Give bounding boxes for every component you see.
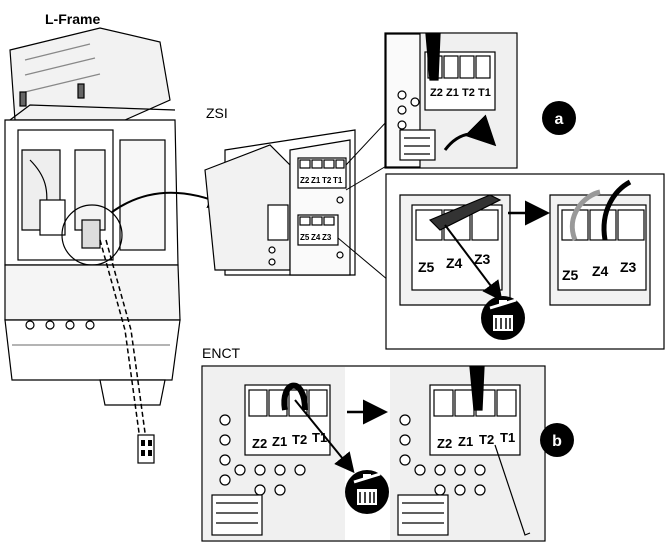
svg-text:Z1: Z1: [272, 434, 287, 449]
svg-text:T2: T2: [479, 432, 494, 447]
svg-text:T1: T1: [500, 430, 515, 445]
zsi-top-terminal-labels: Z2 Z1 T2 T1: [300, 176, 343, 185]
svg-text:Z2: Z2: [430, 87, 443, 99]
accessory-cable: [99, 239, 155, 464]
detail-bottom-terminals: [385, 173, 665, 350]
discard-icon: [481, 296, 525, 340]
enct-left-terminal-labels: Z2 Z1 T2 T1: [252, 430, 327, 451]
svg-text:Z2: Z2: [437, 436, 452, 451]
svg-text:Z4: Z4: [446, 255, 463, 271]
detail-top-terminals: [384, 32, 518, 169]
zsi-panel: [204, 129, 356, 276]
svg-text:Z2: Z2: [300, 176, 310, 185]
svg-text:Z3: Z3: [620, 259, 637, 275]
svg-text:Z5: Z5: [562, 267, 579, 283]
svg-text:T1: T1: [312, 430, 327, 445]
callout-b: b: [540, 423, 574, 457]
circuit-breaker: [4, 27, 181, 406]
zsi-label: ZSI: [206, 105, 228, 121]
svg-text:Z4: Z4: [311, 233, 321, 242]
svg-text:Z3: Z3: [474, 251, 491, 267]
svg-text:T2: T2: [462, 87, 475, 99]
detail-top-terminal-labels: Z2 Z1 T2 T1: [430, 87, 491, 99]
svg-text:Z1: Z1: [458, 434, 473, 449]
svg-text:T1: T1: [478, 87, 491, 99]
callout-a: a: [542, 101, 576, 135]
svg-text:b: b: [552, 433, 562, 450]
discard-icon: [345, 470, 389, 514]
zsi-bottom-terminal-labels: Z5 Z4 Z3: [300, 233, 332, 242]
enct-right-terminal-labels: Z2 Z1 T2 T1: [437, 430, 515, 451]
leader-top: [345, 119, 389, 166]
svg-text:T2: T2: [322, 176, 332, 185]
svg-text:Z5: Z5: [418, 259, 435, 275]
svg-text:T2: T2: [292, 432, 307, 447]
leader-bottom: [337, 237, 389, 281]
svg-text:Z1: Z1: [446, 87, 459, 99]
frame-label: L-Frame: [45, 11, 100, 27]
enct-label: ENCT: [202, 345, 241, 361]
svg-text:Z1: Z1: [311, 176, 321, 185]
detail-left-z-labels: Z5 Z4 Z3: [418, 251, 491, 275]
svg-text:Z2: Z2: [252, 436, 267, 451]
svg-text:a: a: [555, 111, 564, 128]
svg-text:Z3: Z3: [322, 233, 332, 242]
svg-text:Z4: Z4: [592, 263, 609, 279]
detail-right-z-labels: Z5 Z4 Z3: [562, 259, 637, 283]
svg-text:Z5: Z5: [300, 233, 310, 242]
detail-enct: [201, 365, 546, 542]
svg-text:T1: T1: [333, 176, 343, 185]
